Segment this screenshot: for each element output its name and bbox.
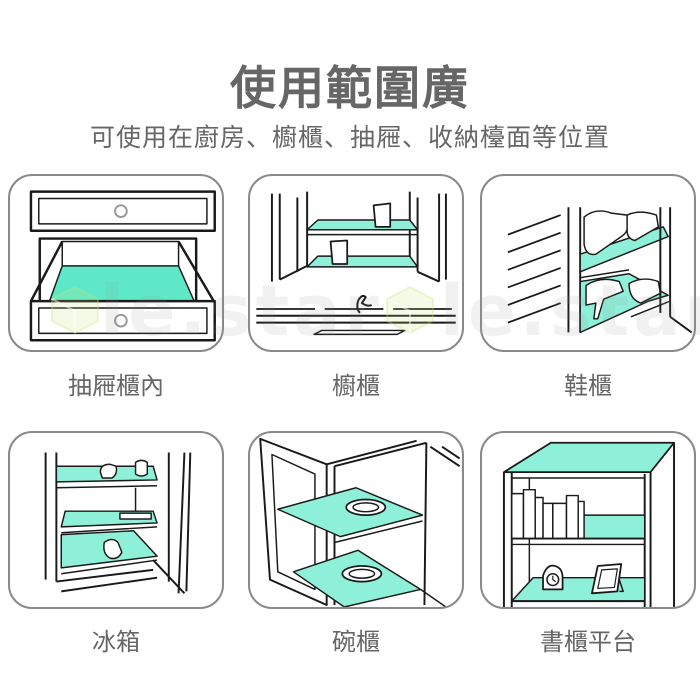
usage-label-shoe-cabinet: 鞋櫃	[564, 372, 612, 400]
usage-card-fridge	[8, 431, 224, 609]
usage-card-cupboard	[248, 174, 464, 352]
usage-label-bookshelf: 書櫃平台	[540, 628, 636, 656]
usage-card-bookshelf	[480, 431, 696, 609]
usage-label-cupboard: 櫥櫃	[332, 372, 380, 400]
fridge-illustration	[44, 452, 192, 594]
page-title: 使用範圍廣	[230, 61, 470, 115]
usage-label-drawer: 抽屜櫃內	[68, 372, 164, 400]
usage-label-dish-cabinet: 碗櫃	[332, 628, 380, 656]
shoe-cabinet-illustration	[507, 207, 693, 334]
usage-card-dish-cabinet	[248, 431, 464, 609]
bookshelf-illustration	[502, 441, 675, 607]
page-subtitle: 可使用在廚房、櫥櫃、抽屜、收納檯面等位置	[89, 123, 610, 152]
dish-cabinet-illustration	[259, 437, 461, 607]
cupboard-illustration	[256, 191, 456, 336]
usage-card-shoe-cabinet	[480, 174, 696, 352]
usage-card-drawer	[8, 174, 224, 352]
drawer-illustration	[29, 190, 216, 342]
usage-label-fridge: 冰箱	[92, 628, 140, 656]
